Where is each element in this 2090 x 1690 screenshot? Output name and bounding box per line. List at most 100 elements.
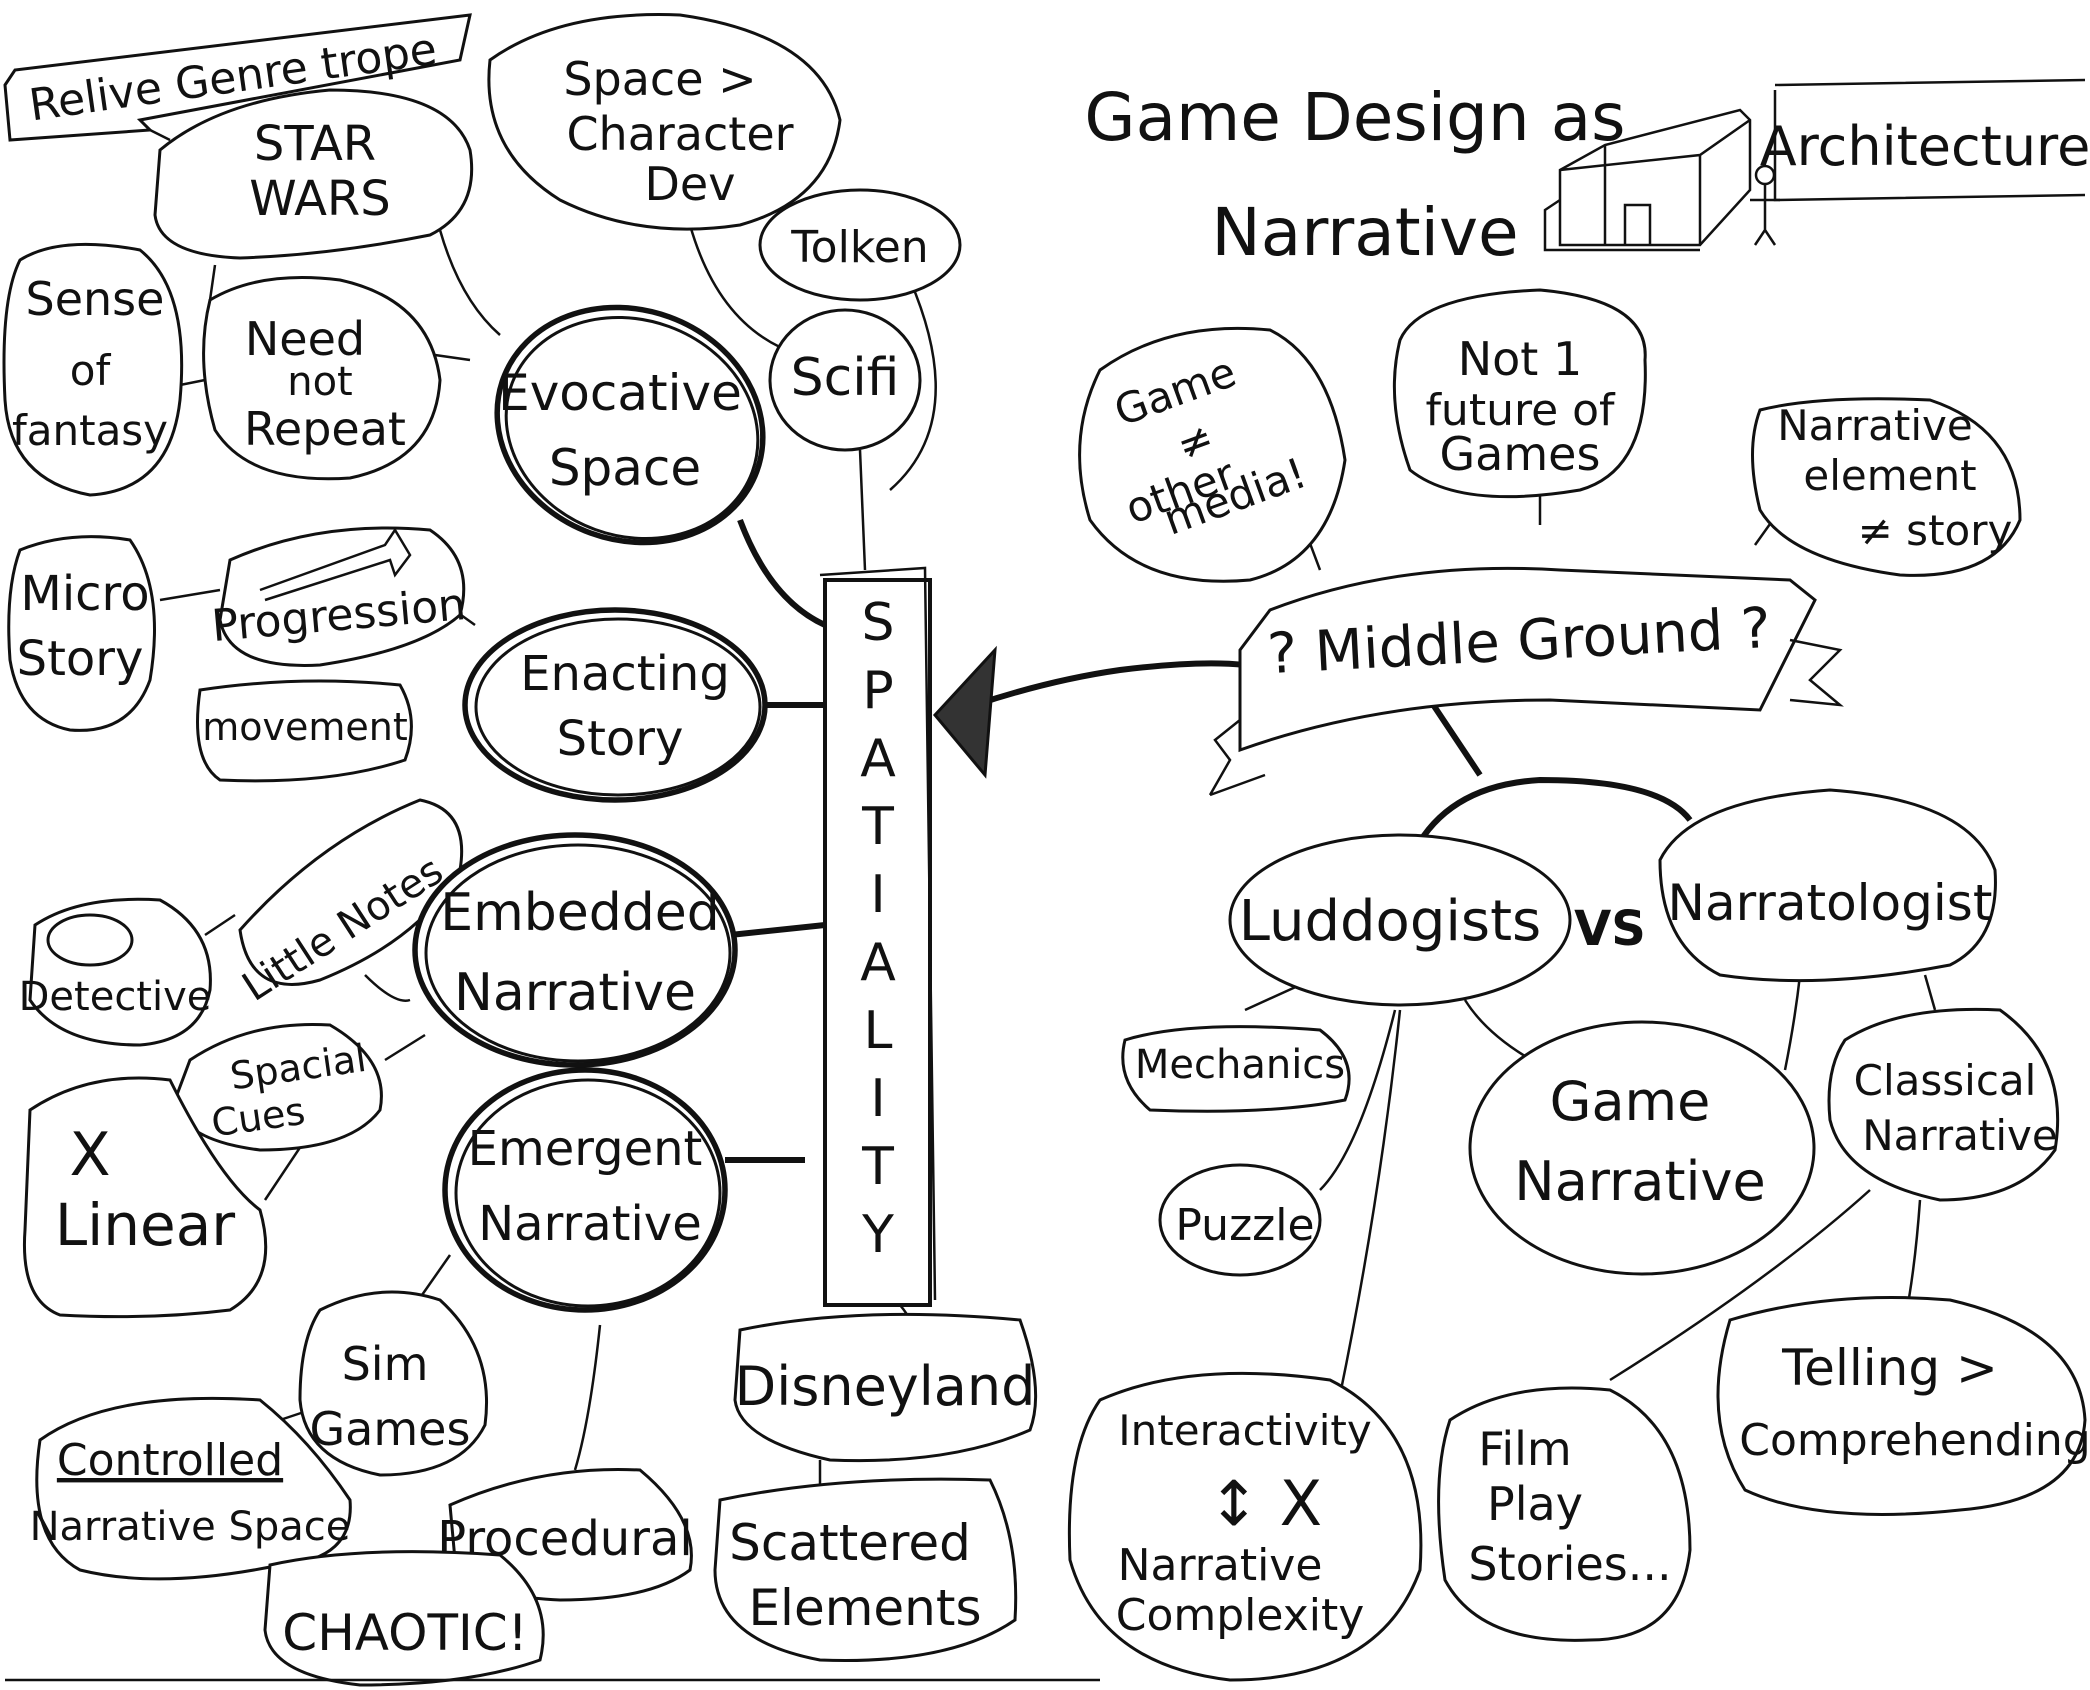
node-text-line-2: of <box>70 346 112 395</box>
node-text-line-1: Micro <box>20 566 149 622</box>
spine-letter: I <box>870 1069 885 1129</box>
node-text-line-2: Narrative <box>478 1196 701 1252</box>
node-text-line-3: Dev <box>645 157 736 211</box>
node-film-play-stories: Film Play Stories... <box>1437 1386 1692 1642</box>
node-text-line-1: Game <box>1550 1070 1711 1133</box>
node-text-line-3: Repeat <box>244 402 406 456</box>
node-text-line-2: Elements <box>748 1579 981 1637</box>
node-scattered-elements: Scattered Elements <box>713 1477 1018 1662</box>
node-puzzle: Puzzle <box>1158 1163 1322 1277</box>
node-tolken: Tolken <box>758 188 962 302</box>
architecture-box <box>1773 78 2086 202</box>
link-ludo-puzzle <box>1319 1009 1397 1191</box>
node-text-line-3: Games <box>1440 427 1601 481</box>
node-text-line-2: future of <box>1425 385 1616 436</box>
node-text-line-2: Narrative Space <box>30 1504 351 1550</box>
spine-letter: L <box>864 1001 893 1061</box>
link-ludo-narra-arc <box>1412 776 1693 852</box>
node-emergent-narrative: Emergent Narrative <box>442 1067 728 1313</box>
link-littlenotes-embedded <box>364 974 411 1002</box>
node-interactivity-complexity: Interactivity ↕ X Narrative Complexity <box>1067 1371 1423 1682</box>
node-text-line-2: WARS <box>249 171 391 227</box>
spine-letter: Y <box>861 1205 894 1265</box>
node-text-line-1: X <box>69 1120 110 1190</box>
node-text: Disneyland <box>735 1355 1036 1418</box>
node-text-line-3: fantasy <box>12 406 168 455</box>
node-scifi: Scifi <box>768 308 922 452</box>
spine-letter: A <box>860 933 896 993</box>
spine-letter: A <box>860 729 896 789</box>
node-text-line-3: ≠ story <box>1858 506 2013 555</box>
node-text-line-2: Linear <box>55 1191 235 1259</box>
node-disneyland: Disneyland <box>733 1312 1038 1463</box>
title-line-2: Narrative <box>1211 194 1518 271</box>
link-starwars-needrepeat <box>208 264 217 301</box>
link-spacial-embedded <box>384 1033 426 1062</box>
spine-letter: T <box>861 797 894 857</box>
node-text: Tolken <box>790 222 928 273</box>
spine-letter: S <box>861 593 894 653</box>
node-telling-comprehending: Telling > Comprehending <box>1716 1296 2090 1516</box>
spine-letter: T <box>861 1137 894 1197</box>
node-text: Detective <box>19 974 212 1020</box>
link-evocative-spine <box>737 518 827 628</box>
link-embedded-spine <box>729 922 826 938</box>
node-text-line-2: Character <box>566 107 793 161</box>
node-text-line-3: Narrative <box>1118 1540 1323 1591</box>
node-text-line-1: Classical <box>1854 1056 2037 1105</box>
node-space-character-dev: Space > Character Dev <box>487 13 842 231</box>
node-text: Puzzle <box>1175 1200 1314 1251</box>
node-need-not-repeat: Need not Repeat <box>202 276 442 481</box>
node-text-line-1: Evocative <box>498 364 742 422</box>
ribbon-tail-right-icon <box>1789 638 1844 707</box>
spine-letter: I <box>870 865 885 925</box>
node-text-line-1: Enacting <box>520 646 730 702</box>
node-text: movement <box>202 705 408 749</box>
node-text-line-2: Games <box>310 1402 471 1456</box>
node-narrative-element-not-story: Narrative element ≠ story <box>1751 397 2022 577</box>
node-text: Mechanics <box>1135 1042 1345 1088</box>
node-text-line-4: Complexity <box>1116 1590 1365 1641</box>
node-progression: Progression <box>210 526 468 667</box>
node-star-wars: STAR WARS <box>153 88 474 260</box>
link-need-evocative <box>434 353 471 362</box>
node-text-line-2: Space <box>549 439 701 497</box>
node-text-line-1: STAR <box>254 116 376 172</box>
node-text-line-2: Narrative <box>454 963 696 1023</box>
link-narra-classical <box>1923 974 1937 1011</box>
node-embedded-narrative: Embedded Narrative <box>412 832 738 1068</box>
node-middle-ground: ? Middle Ground ? <box>1208 566 1844 797</box>
node-game-not-other-media: Game ≠ other media! <box>1078 326 1347 583</box>
node-text-line-1: Emergent <box>468 1121 703 1177</box>
node-text: Luddogists <box>1239 889 1541 954</box>
link-micro-progression <box>159 588 221 602</box>
link-ludo-mechanics <box>1244 983 1301 1012</box>
link-detective-littlenotes <box>204 913 236 937</box>
node-text-line-2: Play <box>1487 1477 1583 1531</box>
node-detective: Detective <box>19 897 212 1047</box>
node-text: CHAOTIC! <box>282 1604 527 1662</box>
node-text-line-1: Not 1 <box>1458 332 1582 386</box>
node-text-line-1: Film <box>1478 1422 1571 1476</box>
node-text-line-1: Need <box>245 312 365 366</box>
link-genre-starwars <box>149 128 171 142</box>
node-sim-games: Sim Games <box>298 1290 489 1477</box>
node-chaotic: CHAOTIC! <box>263 1550 545 1687</box>
link-scifi-spine <box>858 449 867 571</box>
title-line-1: Game Design as <box>1084 79 1625 156</box>
link-starwars-evocative <box>438 229 501 336</box>
node-text-line-1: Interactivity <box>1118 1406 1371 1455</box>
node-text-line-1: Telling > <box>1781 1339 1998 1397</box>
node-narratologist: Narratologist <box>1658 788 1997 983</box>
node-sense-of-fantasy: Sense of fantasy <box>2 242 184 497</box>
link-classical-film <box>1609 1189 1871 1382</box>
link-middleground-spine <box>974 660 1246 708</box>
node-text-line-2: Comprehending <box>1739 1415 2090 1466</box>
node-text: Narratologist <box>1668 874 1993 932</box>
node-text: Scifi <box>791 348 900 408</box>
node-ludologists: Luddogists <box>1228 833 1572 1007</box>
link-narra-gamenarrative <box>1783 974 1802 1071</box>
node-spacial-cues: Spacial Cues <box>173 1022 383 1152</box>
node-text-line-1: Controlled <box>57 1435 283 1486</box>
